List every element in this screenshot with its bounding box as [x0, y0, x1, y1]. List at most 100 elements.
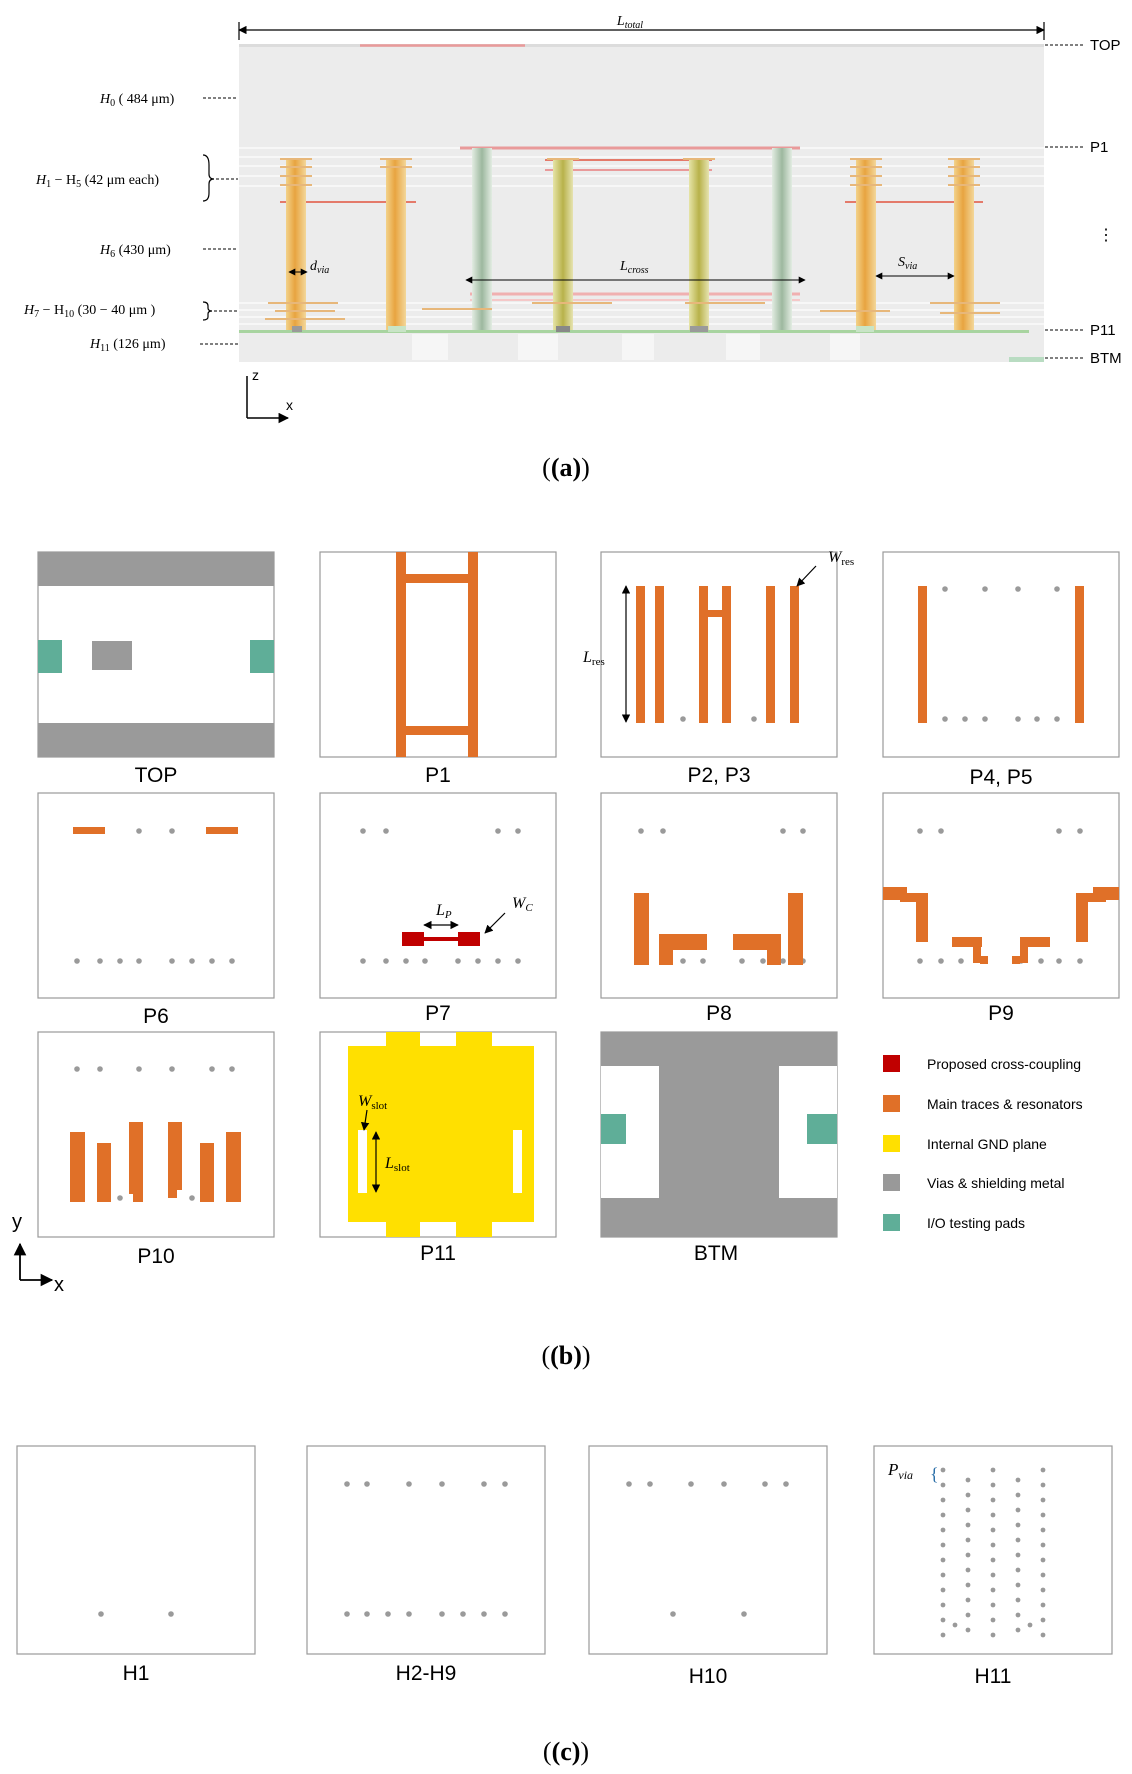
layer-p11 [348, 1032, 534, 1237]
layer-top [38, 552, 274, 757]
label-p7: P7 [425, 1002, 451, 1025]
axis-zx: z x [246, 367, 293, 424]
legend-swatch [883, 1135, 900, 1152]
caption-b: ((b)) [541, 1341, 590, 1370]
w-slot-label: Wslot [358, 1093, 387, 1112]
via-dots-c [98, 1481, 789, 1617]
layer-p7 [360, 828, 521, 964]
legend-label: I/O testing pads [927, 1215, 1025, 1231]
via-dot [965, 1612, 971, 1618]
via-dot [990, 1542, 996, 1548]
label-p8: P8 [706, 1002, 732, 1025]
caption-c: ((c)) [543, 1737, 589, 1766]
legend-swatch [883, 1095, 900, 1112]
via-dot [940, 1617, 946, 1623]
via-dot [965, 1567, 971, 1573]
legend-label: Vias & shielding metal [927, 1175, 1064, 1191]
label-h2-h9: H2-H9 [396, 1662, 457, 1685]
via-dot [1040, 1632, 1046, 1638]
via-dot [965, 1522, 971, 1528]
via-dot [1040, 1602, 1046, 1608]
layer-p1 [396, 552, 478, 757]
via-dot [1040, 1587, 1046, 1593]
label-p9: P9 [988, 1002, 1014, 1025]
ref-label-top: TOP [1090, 37, 1121, 54]
via-dot [1015, 1537, 1021, 1543]
via-dot [990, 1587, 996, 1593]
height-label-h11: H11 (126 μm) [89, 337, 166, 354]
layer-labels-b: TOP P1 P2, P3 P4, P5 P6 P7 P8 P9 P10 P11… [135, 764, 1033, 1268]
via-dot [1027, 1622, 1033, 1628]
via-dot [1015, 1567, 1021, 1573]
via-dot [940, 1602, 946, 1608]
ref-label-p11: P11 [1090, 322, 1116, 339]
via-dot [1015, 1477, 1021, 1483]
label-p2-p3: P2, P3 [687, 764, 750, 787]
via-dot [990, 1497, 996, 1503]
via-dot [990, 1482, 996, 1488]
via-dot [940, 1497, 946, 1503]
w-c-label: WC [512, 895, 533, 914]
layer-p6 [73, 827, 238, 964]
via-dot [1015, 1582, 1021, 1588]
via-dot [1040, 1512, 1046, 1518]
via-dot [940, 1527, 946, 1533]
panel-c: Pvia { H1 H2-H9 H10 H11 ((c)) [16, 1445, 1113, 1766]
label-p4-p5: P4, P5 [969, 766, 1032, 789]
via-group [286, 148, 974, 356]
via-dot [1040, 1617, 1046, 1623]
via-dot [965, 1597, 971, 1603]
via-dot [1015, 1507, 1021, 1513]
via-dot [1015, 1612, 1021, 1618]
via-dot [990, 1527, 996, 1533]
via-dot [940, 1632, 946, 1638]
via-dot [1015, 1552, 1021, 1558]
layer-p2-p3 [636, 586, 799, 723]
caption-a: ((a)) [542, 453, 590, 482]
via-dot [990, 1602, 996, 1608]
via-dot [1015, 1597, 1021, 1603]
label-p6: P6 [143, 1005, 169, 1028]
s-via-label: Svia [898, 255, 917, 272]
svg-text:x: x [54, 1274, 64, 1296]
via-dot [940, 1587, 946, 1593]
legend-swatch [883, 1214, 900, 1231]
via-dot [940, 1542, 946, 1548]
via-dot [1040, 1557, 1046, 1563]
via-dot [990, 1557, 996, 1563]
label-h10: H10 [689, 1665, 728, 1688]
height-label-h6: H6 (430 μm) [99, 243, 171, 260]
via-dot [990, 1617, 996, 1623]
svg-text:x: x [286, 397, 293, 413]
via-dot [1040, 1527, 1046, 1533]
panel-b: TOP P1 P2, P3 P4, P5 P6 P7 P8 P9 P10 P11… [12, 549, 1120, 1370]
via-dot [965, 1627, 971, 1633]
l-res-label: Lres [582, 649, 605, 668]
height-label-h1-h5: H1 − H5 (42 μm each) [35, 173, 159, 190]
via-dot [990, 1572, 996, 1578]
layer-p10 [70, 1066, 241, 1202]
layer-p4-p5 [918, 586, 1084, 723]
ref-label-p1: P1 [1090, 139, 1108, 156]
label-h1: H1 [123, 1662, 150, 1685]
d-via-label: dvia [310, 259, 329, 276]
via-dot [1040, 1542, 1046, 1548]
label-p11: P11 [420, 1242, 456, 1265]
layer-p8 [634, 828, 806, 965]
svg-text:y: y [12, 1211, 22, 1233]
via-dot [1040, 1482, 1046, 1488]
via-dot [940, 1512, 946, 1518]
panel-a: Ltotal [23, 14, 1122, 482]
w-res-label: Wres [828, 549, 854, 568]
via-dot [1015, 1522, 1021, 1528]
via-dot [965, 1537, 971, 1543]
layer-ref-labels: TOP P1 ⋮ P11 BTM [1045, 37, 1122, 367]
via-dot [940, 1482, 946, 1488]
via-dot [965, 1507, 971, 1513]
via-dot [1015, 1492, 1021, 1498]
label-btm: BTM [694, 1242, 738, 1265]
via-dot [965, 1582, 971, 1588]
legend-swatch [883, 1174, 900, 1191]
via-dot [965, 1552, 971, 1558]
